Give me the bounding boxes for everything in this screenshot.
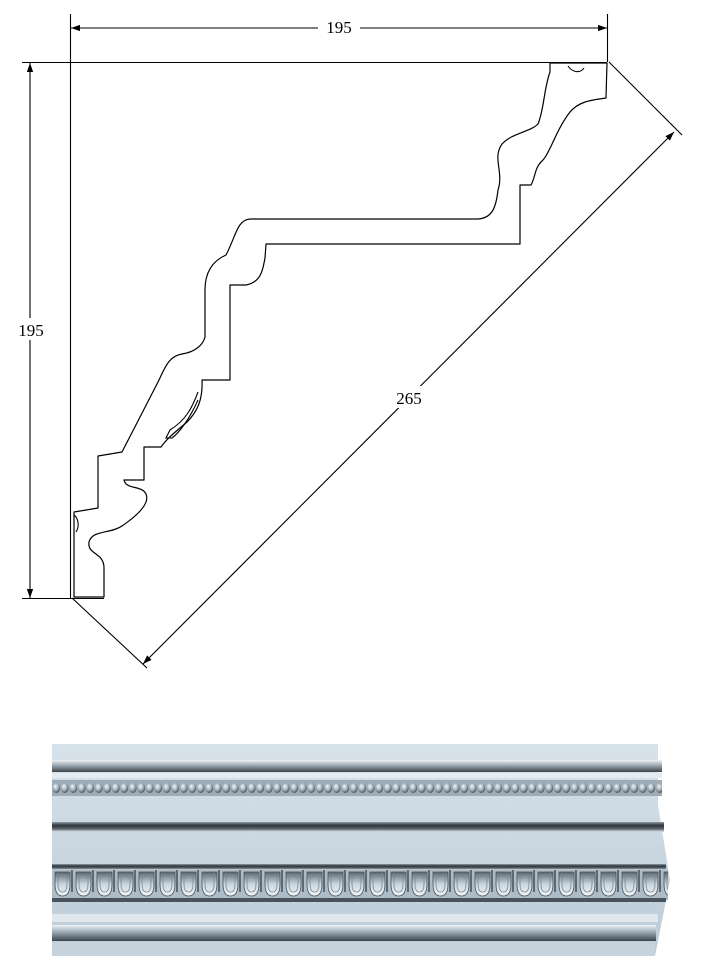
dimension-labels: 195 195 265 (14, 16, 429, 408)
egg-and-dart-row (52, 870, 668, 900)
profile-detail-inner-curve (165, 391, 199, 439)
bottom-rod (52, 925, 656, 941)
height-label-bg (14, 318, 50, 340)
cornice-profile-outline (73, 62, 608, 598)
diagonal-dimension-label: 265 (396, 389, 422, 408)
profile-detail-left-notch (73, 514, 79, 533)
molding-render (52, 744, 670, 956)
height-dimension-label: 195 (18, 321, 44, 340)
extension-line-diagonal-bottom (71, 597, 148, 669)
top-fillet (52, 773, 662, 778)
lower-fillet (52, 914, 658, 922)
bead-and-reel-row (52, 782, 662, 794)
molding-body (52, 744, 670, 956)
top-rod (52, 760, 662, 772)
diagonal-label-bg (389, 386, 429, 408)
egg-dart-bottom-shadow (52, 898, 666, 902)
profile-drawing (22, 14, 683, 669)
bottom-edge (52, 942, 655, 956)
upper-groove (52, 822, 664, 832)
extension-line-diagonal-top (608, 61, 683, 136)
width-dimension-label: 195 (326, 18, 352, 37)
profile-detail-notch-top (567, 65, 585, 73)
width-label-bg (318, 16, 360, 38)
egg-dart-top-groove (52, 864, 666, 870)
